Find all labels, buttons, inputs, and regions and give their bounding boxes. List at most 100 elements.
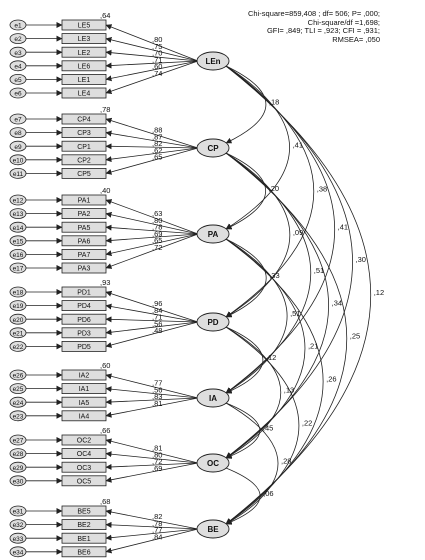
indicator-label: LE2: [78, 50, 91, 57]
error-term-ellipse: [9, 532, 27, 544]
error-term-ellipse: [9, 396, 27, 408]
fit-line-indices: GFI= ,849; TLI = ,923; CFI = ,931;: [266, 26, 380, 36]
covariance-value: ,18: [269, 98, 279, 107]
loading-arrow: [105, 147, 199, 163]
indicator-label: IA4: [79, 413, 90, 420]
loading-arrow: [105, 321, 199, 336]
indicator-label: PA5: [78, 225, 91, 232]
error-term-label: e7: [14, 117, 22, 124]
error-term-label: e2: [14, 36, 22, 43]
fit-line-rmsea: RMSEA= ,050: [332, 34, 380, 44]
indicator-box: [61, 519, 107, 530]
indicator-box: [61, 154, 107, 166]
error-term-label: e30: [13, 478, 24, 485]
error-term-label: e24: [13, 400, 24, 407]
error-term-label: e17: [13, 266, 24, 273]
indicator-box: [61, 434, 107, 446]
covariance-value: ,25: [350, 332, 360, 341]
covariance-arc: [219, 397, 279, 525]
loading-value: ,77: [152, 526, 162, 535]
loading-arrow: [105, 321, 199, 348]
error-term-ellipse: [9, 194, 27, 206]
loading-value: ,63: [152, 209, 162, 218]
error-term-label: e4: [14, 63, 22, 70]
error-term-ellipse: [9, 33, 27, 44]
error-term-ellipse: [9, 127, 27, 139]
covariance-arc: [219, 321, 281, 459]
loading-arrow: [105, 24, 199, 62]
covariance-value: ,33: [269, 271, 279, 280]
error-term-label: e23: [13, 413, 24, 420]
error-term-ellipse: [9, 113, 27, 125]
covariance-value: ,20: [269, 184, 279, 193]
r-squared-value: ,78: [100, 105, 110, 114]
indicator-label: IA2: [79, 373, 90, 380]
covariance-value: ,12: [374, 288, 384, 297]
error-term-label: e8: [14, 130, 22, 137]
loading-arrow: [105, 521, 199, 530]
indicator-label: OC4: [77, 451, 92, 458]
loading-value: ,71: [152, 313, 162, 322]
loading-arrow: [105, 143, 199, 150]
loading-value: ,80: [152, 450, 162, 459]
error-term-ellipse: [9, 410, 27, 422]
indicator-label: BE5: [77, 509, 90, 516]
indicator-label: PA3: [78, 266, 91, 273]
loading-value: ,62: [152, 146, 162, 155]
loading-arrow: [105, 147, 199, 175]
error-term-label: e20: [13, 317, 24, 324]
loading-arrow: [105, 60, 199, 82]
indicator-box: [61, 461, 107, 473]
loading-arrow: [105, 60, 199, 95]
loading-value: ,75: [152, 42, 162, 51]
indicator-box: [61, 327, 107, 339]
error-term-label: e1: [14, 23, 22, 30]
loading-arrow: [105, 373, 199, 399]
indicator-label: PD3: [77, 330, 91, 337]
error-term-ellipse: [9, 448, 27, 460]
error-term-ellipse: [9, 383, 27, 395]
indicator-label: PA1: [78, 198, 91, 205]
indicator-box: [61, 532, 107, 544]
error-term-label: e33: [13, 536, 24, 543]
indicator-label: LE3: [78, 36, 91, 43]
error-term-label: e19: [13, 303, 24, 310]
covariance-value: ,34: [332, 299, 342, 308]
r-squared-value: ,60: [100, 361, 110, 370]
covariance-value: ,38: [317, 185, 327, 194]
loading-value: ,82: [152, 512, 162, 521]
error-term-label: e27: [13, 438, 24, 445]
covariance-value: ,51: [290, 309, 300, 318]
r-squared-value: ,40: [100, 186, 110, 195]
loading-value: ,69: [152, 464, 162, 473]
error-term-label: e10: [13, 157, 24, 164]
indicator-label: CP5: [77, 171, 91, 178]
covariance-arc: [219, 322, 264, 394]
error-term-label: e3: [14, 50, 22, 57]
loading-value: ,78: [152, 519, 162, 528]
error-term-label: e6: [14, 91, 22, 98]
loading-arrow: [105, 397, 199, 405]
latent-variable-label: OC: [207, 459, 219, 468]
loading-arrow: [105, 60, 199, 69]
error-term-ellipse: [9, 208, 27, 220]
error-term-ellipse: [9, 286, 27, 298]
indicator-label: LE4: [78, 91, 91, 98]
indicator-label: OC5: [77, 478, 92, 485]
error-term-ellipse: [9, 167, 27, 179]
error-term-label: e21: [13, 330, 24, 337]
loading-arrow: [105, 386, 199, 399]
error-term-ellipse: [9, 262, 27, 274]
loading-value: ,82: [152, 139, 162, 148]
latent-variable-ellipse: [196, 453, 230, 473]
error-term-ellipse: [9, 475, 27, 487]
covariance-value: ,22: [302, 419, 312, 428]
covariance-value: ,26: [326, 375, 336, 384]
covariance-value: ,21: [308, 342, 318, 351]
indicator-box: [61, 33, 107, 44]
loading-value: ,80: [152, 35, 162, 44]
covariance-arc: [219, 60, 267, 144]
error-term-label: e16: [13, 252, 24, 259]
loading-value: ,81: [152, 444, 162, 453]
indicator-box: [61, 262, 107, 274]
